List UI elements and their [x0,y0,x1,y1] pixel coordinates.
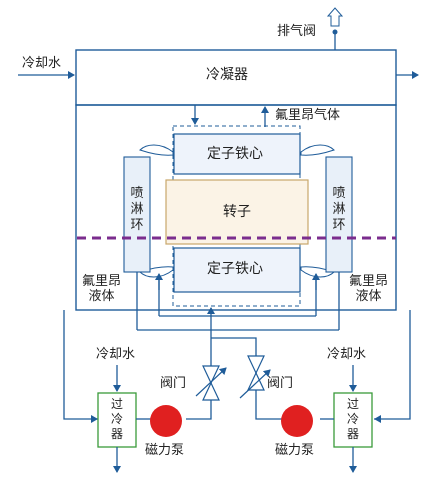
stator-core-top [173,133,301,175]
cooling-water-left-label: 冷却水 [96,347,136,362]
freon-gas-label: 氟里昂气体 [275,108,341,123]
valve-right-icon [239,355,271,399]
drain-pipes [63,310,411,420]
drain-arrowhead-right [374,415,381,423]
rotor-label: 转子 [223,204,251,220]
exhaust-valve-icon [326,7,344,50]
freon-liquid-left-label: 氟里昂 液体 [82,274,122,304]
subcooler-right-label: 过冷器 [346,397,359,441]
exhaust-valve-label: 排气阀 [277,24,317,39]
cooling-water-top-label: 冷却水 [22,56,62,71]
maglev-pump-left-label: 磁力泵 [145,443,185,458]
stator-core-top-label: 定子铁心 [207,146,263,162]
maglev-pump-right-icon [281,405,313,437]
subcooler-left-label: 过冷器 [110,397,123,441]
valve-left-label: 阀门 [160,376,187,391]
cooling-water-right-label: 冷却水 [327,347,367,362]
valve-left-icon [195,365,227,401]
stator-core-bottom-label: 定子铁心 [207,261,263,277]
stator-core-bottom [173,247,301,293]
spray-ring-left [123,156,151,273]
spray-ring-right-label: 喷淋环 [332,186,346,233]
drain-arrowhead-left [91,415,98,423]
distribution-pipes [136,272,340,331]
spray-ring-left-label: 喷淋环 [130,186,144,233]
maglev-pump-left-icon [150,405,182,437]
motor-housing [75,104,397,311]
subcooler-right-box [333,392,373,448]
spray-ring-right [325,156,353,273]
valve-right-label: 阀门 [267,376,294,391]
maglev-pump-right-label: 磁力泵 [275,443,315,458]
rotor-box [165,179,309,245]
condenser-label: 冷凝器 [206,67,248,83]
end-winding-shapes [139,144,335,278]
subcooler-left-box [97,392,137,448]
freon-liquid-right-label: 氟里昂 液体 [349,274,389,304]
